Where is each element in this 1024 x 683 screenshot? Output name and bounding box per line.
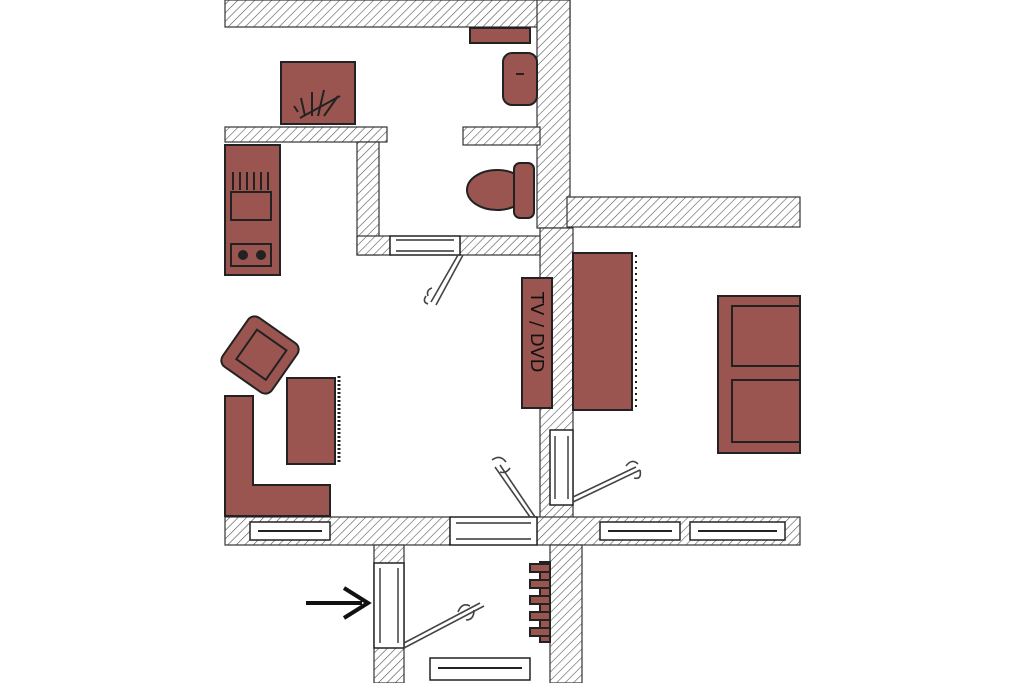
tv-dvd-unit: TV / DVD [521,277,553,409]
door-swings [403,254,642,649]
stove-icon [230,243,272,267]
kitchen-counter [224,144,281,276]
window-bedroom-left [599,521,681,541]
corner-sofa [224,395,331,517]
wall-hall-right [549,544,583,683]
wall-bath-bottom-left [356,235,391,256]
bed-pillow-top [731,305,801,367]
window-hall-bottom [429,657,531,681]
bed-pillow-bottom [731,379,801,443]
door-swing-bath [423,254,464,306]
window-living-bottom [449,516,538,546]
wall-bath-bottom-right [459,235,541,256]
wall-top [224,0,571,28]
armchair [220,315,300,395]
burner-left-icon [238,250,248,260]
furniture: TV / DVD [220,27,801,643]
right-arrow-icon [306,586,372,620]
toilet-icon [466,162,535,219]
plant-box [280,61,356,125]
wall-bedroom-top [566,196,801,228]
door-swing-entrance [403,602,485,649]
door-swing-living [491,456,536,518]
bathroom-sink [502,52,538,106]
door-entrance [373,562,405,649]
plant-icon [293,89,341,119]
tv-dvd-label: TV / DVD [526,291,547,373]
bed [717,295,801,454]
window-bottom-left [249,521,331,541]
windows [249,235,786,681]
window-bedroom-right [689,521,786,541]
wall-storage-bottom [224,126,388,143]
wall-right-upper [536,0,571,229]
burner-right-icon [256,250,266,260]
shoe-rack [529,561,551,643]
wall-bath-divider [462,126,541,146]
sink-icon [230,191,272,221]
window-bath [389,235,461,256]
door-swing-bedroom [572,460,642,503]
door-bedroom [549,429,574,506]
wardrobe [572,252,633,411]
coffee-table [286,376,341,465]
bathroom-shelf [469,27,531,44]
